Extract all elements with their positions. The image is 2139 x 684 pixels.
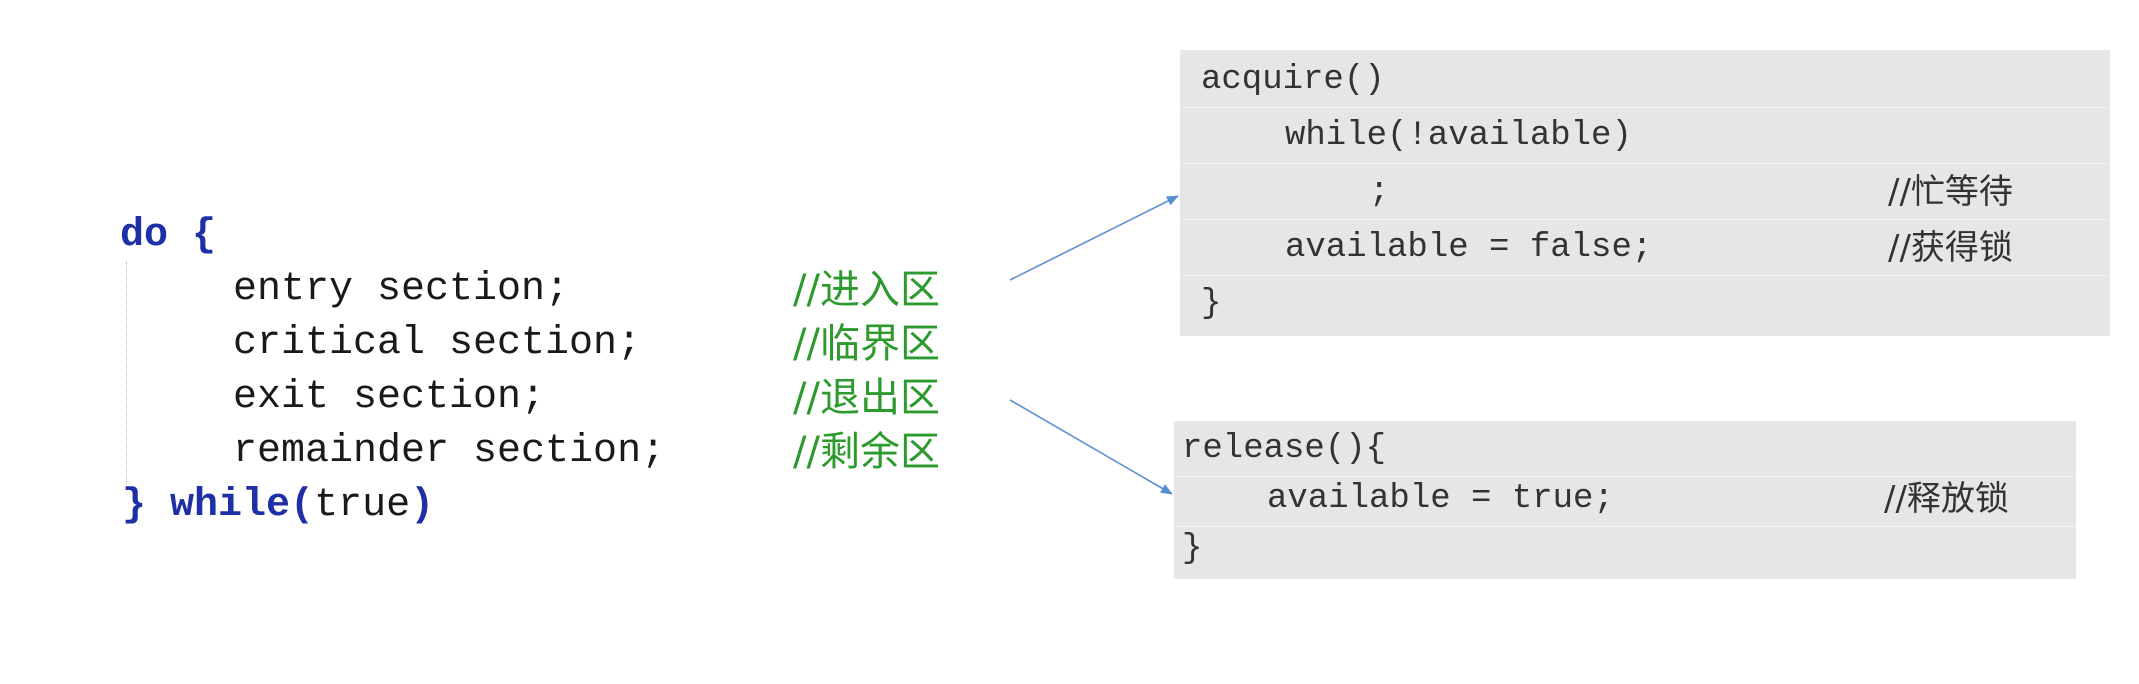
while-condition: true (314, 483, 411, 528)
busy-wait-comment: //忙等待 (1888, 172, 2013, 212)
close-brace: } (122, 483, 147, 528)
acquire-line-1: acquire() (1180, 52, 2110, 108)
available-true-statement: available = true; (1267, 480, 1614, 518)
entry-section-comment: //进入区 (793, 267, 940, 313)
critical-section-line: critical section; (233, 321, 642, 366)
acquire-signature: acquire() (1201, 61, 1385, 99)
available-false-statement: available = false; (1285, 229, 1653, 267)
empty-statement: ; (1369, 173, 1390, 211)
while-line: } while(true) (122, 482, 434, 530)
release-close-brace: } (1182, 530, 1203, 568)
release-line-1: release(){ (1174, 421, 2076, 477)
release-signature: release(){ (1182, 430, 1387, 468)
exit-to-release-arrow (1009, 399, 1173, 495)
release-lock-comment: //释放锁 (1884, 479, 2009, 519)
acquire-line-4: available = false; //获得锁 (1180, 220, 2110, 276)
exit-section-line: exit section; (233, 375, 546, 420)
exit-section-comment: //退出区 (793, 375, 940, 421)
indent-guide (126, 262, 127, 484)
acquire-line-3: ; //忙等待 (1180, 164, 2110, 220)
acquire-line-2: while(!available) (1180, 108, 2110, 164)
do-line: do { (120, 212, 216, 260)
remainder-section-comment: //剩余区 (793, 429, 940, 475)
release-line-2: available = true; //释放锁 (1174, 471, 2076, 527)
while-available-loop: while(!available) (1285, 117, 1632, 155)
open-brace: { (168, 213, 217, 258)
while-close-paren: ) (410, 483, 435, 528)
acquire-close-brace: } (1201, 285, 1222, 323)
do-keyword: do (120, 213, 169, 258)
critical-section-comment: //临界区 (793, 321, 940, 367)
acquire-code-box: acquire() while(!available) ; //忙等待 avai… (1180, 50, 2110, 336)
acquire-line-5: } (1180, 276, 2110, 332)
entry-to-acquire-arrow (1009, 195, 1179, 281)
remainder-section-line: remainder section; (233, 429, 666, 474)
get-lock-comment: //获得锁 (1888, 228, 2013, 268)
entry-section-line: entry section; (233, 267, 570, 312)
release-code-box: release(){ available = true; //释放锁 } (1174, 421, 2076, 579)
while-keyword: while( (170, 483, 315, 528)
release-line-3: } (1174, 521, 2076, 577)
